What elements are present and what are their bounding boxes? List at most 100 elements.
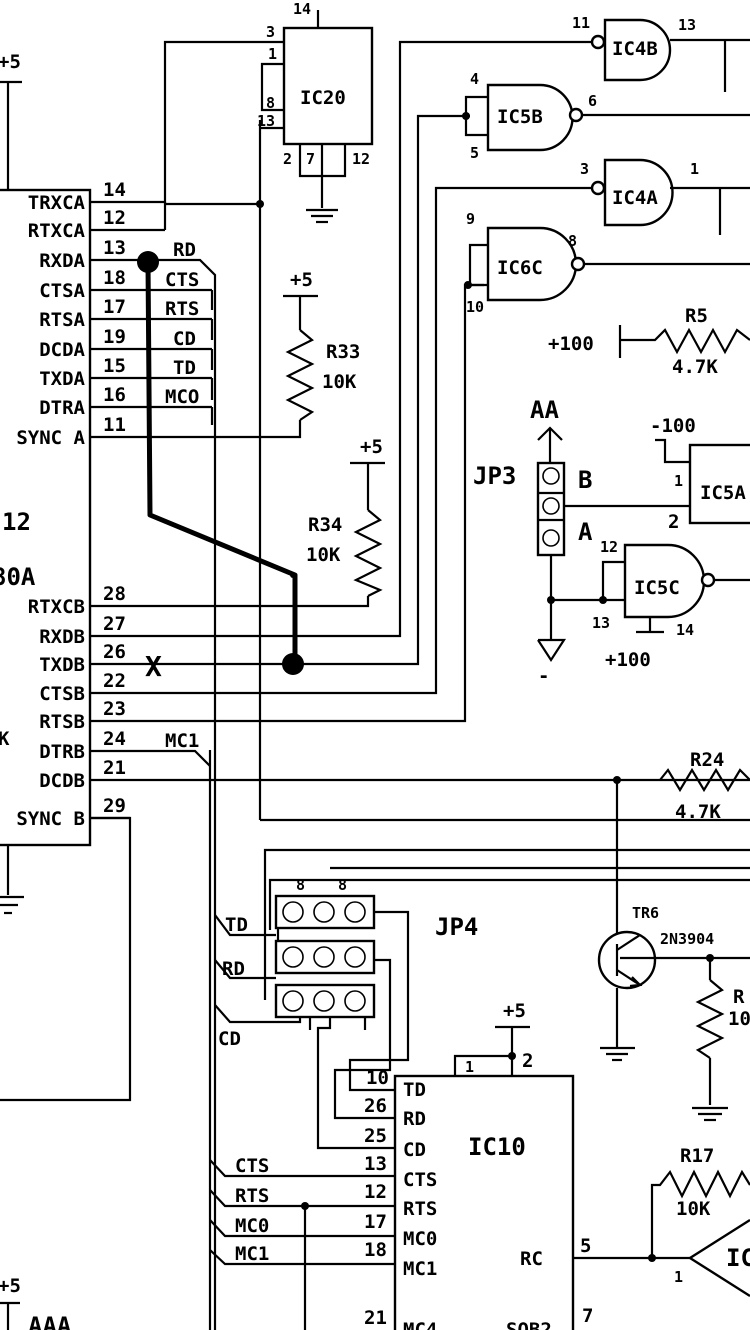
x-mark: X — [145, 650, 162, 683]
bus-a-rts: RTS — [165, 298, 199, 320]
ic5b-pin-6: 6 — [588, 92, 597, 110]
ic5a-label: IC5A — [700, 482, 746, 504]
r33-supply: +5 — [290, 269, 313, 291]
bus-a-wires: RD CTS RTS CD TD MCO MC1 — [140, 239, 217, 1330]
ic10: IC10 +5 1 2 10 TD 26 RD 25 CD 13 CTS 12 … — [364, 1000, 690, 1330]
pin-name-txda: TXDA — [39, 368, 85, 390]
ic4b-pin-11: 11 — [572, 14, 590, 32]
r34-supply: +5 — [360, 436, 383, 458]
pin-num-15: 15 — [103, 355, 126, 377]
jp3-label: JP3 — [473, 462, 516, 490]
ic5a-pin-1: 1 — [674, 472, 683, 490]
r33-ref: R33 — [326, 341, 360, 363]
r-partial-ref: R — [733, 986, 745, 1008]
r34-value: 10K — [306, 544, 341, 566]
ic10-num-10: 10 — [366, 1067, 389, 1089]
bus-a-rd: RD — [173, 239, 196, 261]
ic5c-pin-13: 13 — [592, 614, 610, 632]
ic5c-pin-14: 14 — [676, 621, 694, 639]
ic20-pin-14: 14 — [293, 0, 311, 18]
ic4b: IC4B 11 13 — [572, 14, 750, 92]
left-supply-label: +5 — [0, 51, 21, 73]
ic10-rts: RTS — [403, 1198, 437, 1220]
ic10-num-21: 21 — [364, 1307, 387, 1329]
pin-name-syncb: SYNC B — [16, 808, 85, 830]
ic4b-label: IC4B — [612, 38, 658, 60]
ic10-rc-num: 5 — [580, 1235, 591, 1257]
r33-value: 10K — [322, 371, 357, 393]
pin-name-rtsa: RTSA — [39, 309, 85, 331]
pin-name-synca: SYNC A — [16, 427, 85, 449]
ic10-rc: RC — [520, 1248, 543, 1270]
r5-value: 4.7K — [672, 356, 718, 378]
jp4-rd: RD — [222, 958, 245, 980]
pin-name-ctsa: CTSA — [39, 280, 85, 302]
ic5c: IC5C 12 13 14 +100 — [592, 538, 750, 671]
pin-num-12: 12 — [103, 207, 126, 229]
tr6-ref: TR6 — [632, 904, 659, 922]
ic4a: IC4A 3 1 — [580, 158, 750, 235]
jp4-col-1: 8 — [296, 876, 305, 894]
tr6: TR6 2N3904 R 10 — [597, 780, 750, 1122]
r5-supply: +100 — [548, 333, 594, 355]
ic6c-pin-10: 10 — [466, 298, 484, 316]
jp3-b: B — [578, 466, 592, 494]
ic10-supply: +5 — [503, 1000, 526, 1022]
ic20-pin-13: 13 — [257, 112, 275, 130]
pin-num-18: 18 — [103, 267, 126, 289]
ic5b-label: IC5B — [497, 106, 543, 128]
ic10-num-26: 26 — [364, 1095, 387, 1117]
ic4a-pin-3: 3 — [580, 160, 589, 178]
bus-a-mco: MCO — [165, 386, 199, 408]
ic20-pin-7: 7 — [306, 150, 315, 168]
bus-b-cts: CTS — [235, 1155, 269, 1177]
ic10-num-13: 13 — [364, 1153, 387, 1175]
pin-name-dcda: DCDA — [39, 339, 85, 361]
jp3-ground-mark: - — [538, 665, 549, 687]
ic20-pin-12: 12 — [352, 150, 370, 168]
r24-ref: R24 — [690, 749, 724, 771]
r34-circuit: +5 R34 10K — [140, 436, 385, 608]
bus-a-cts: CTS — [165, 269, 199, 291]
pin-num-26: 26 — [103, 641, 126, 663]
r24: R24 4.7K — [659, 749, 750, 823]
ic20: IC20 14 3 1 8 13 2 7 12 — [257, 0, 374, 224]
bottom-left-text: AAA — [28, 1312, 72, 1330]
ic10-cd: CD — [403, 1139, 426, 1161]
pin-name-rtxcb: RTXCB — [28, 596, 85, 618]
pin-num-14: 14 — [103, 179, 126, 201]
ic10-top-pin-2: 2 — [522, 1050, 533, 1072]
r-partial-value: 10 — [728, 1008, 750, 1030]
pin-name-dtrb: DTRB — [39, 741, 85, 763]
pin-name-rtsb: RTSB — [39, 711, 85, 733]
pin-num-22: 22 — [103, 670, 126, 692]
pin-name-dtra: DTRA — [39, 397, 85, 419]
r34-ref: R34 — [308, 514, 342, 536]
pin-num-24: 24 — [103, 728, 126, 750]
pin-num-19: 19 — [103, 326, 126, 348]
pin-num-29: 29 — [103, 795, 126, 817]
pin-num-11: 11 — [103, 414, 126, 436]
bus-b-mc0: MC0 — [235, 1215, 269, 1237]
pin-num-13: 13 — [103, 237, 126, 259]
ic4a-label: IC4A — [612, 187, 658, 209]
ic20-pin-3: 3 — [266, 23, 275, 41]
r17-ref: R17 — [680, 1145, 714, 1167]
mc1-label: MC1 — [165, 730, 199, 752]
pin-name-rtxca: RTXCA — [28, 220, 86, 242]
ic5a-supply: -100 — [650, 415, 696, 437]
ic6c: IC6C 9 10 8 — [464, 210, 750, 316]
ic10-cts: CTS — [403, 1169, 437, 1191]
pin-num-28: 28 — [103, 583, 126, 605]
r5: +100 R5 4.7K — [548, 305, 750, 378]
left-chip-line-1: 12 — [2, 508, 31, 536]
ic6c-pin-9: 9 — [466, 210, 475, 228]
pin-num-16: 16 — [103, 384, 126, 406]
r33-circuit: +5 R33 10K — [140, 269, 360, 439]
jp4-col-2: 8 — [338, 876, 347, 894]
tr6-part: 2N3904 — [660, 930, 714, 948]
pin-num-21: 21 — [103, 757, 126, 779]
ic5b-pin-4: 4 — [470, 70, 479, 88]
ic5c-supply: +100 — [605, 649, 651, 671]
